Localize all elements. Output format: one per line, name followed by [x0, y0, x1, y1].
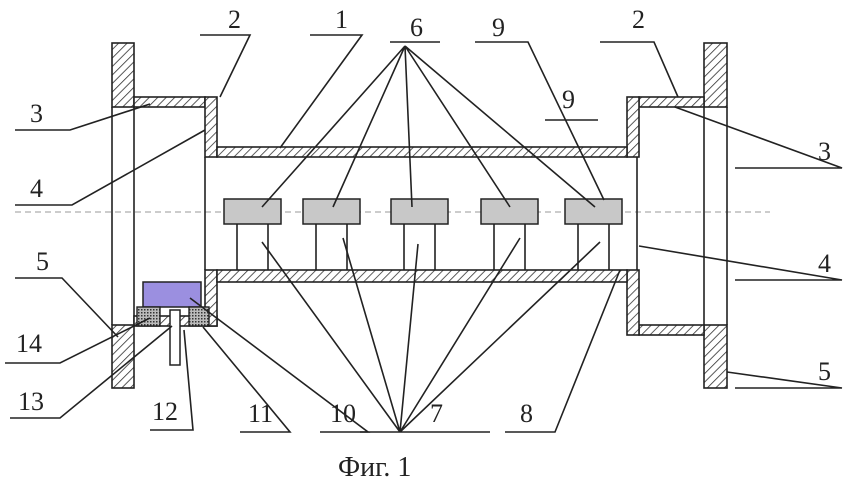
label-10: 10 [330, 399, 356, 428]
bottom-unit [137, 282, 209, 365]
sensor-legs [237, 224, 609, 270]
label-6: 6 [410, 13, 423, 42]
label-3-left: 3 [30, 99, 43, 128]
label-7: 7 [430, 399, 443, 428]
label-2-left: 2 [228, 5, 241, 34]
label-14: 14 [16, 329, 42, 358]
label-9-top: 9 [492, 13, 505, 42]
label-4-left: 4 [30, 174, 43, 203]
sensors [224, 199, 622, 224]
label-9-mid: 9 [562, 85, 575, 114]
label-13: 13 [18, 387, 44, 416]
figure-caption: Фиг. 1 [338, 452, 411, 483]
label-11: 11 [248, 399, 273, 428]
label-5-left: 5 [36, 247, 49, 276]
left-flange [112, 43, 217, 388]
label-4-right: 4 [818, 249, 831, 278]
label-8: 8 [520, 399, 533, 428]
label-12: 12 [152, 397, 178, 426]
label-3-right: 3 [818, 137, 831, 166]
label-2-right: 2 [632, 5, 645, 34]
label-1: 1 [335, 5, 348, 34]
label-5-right: 5 [818, 357, 831, 386]
